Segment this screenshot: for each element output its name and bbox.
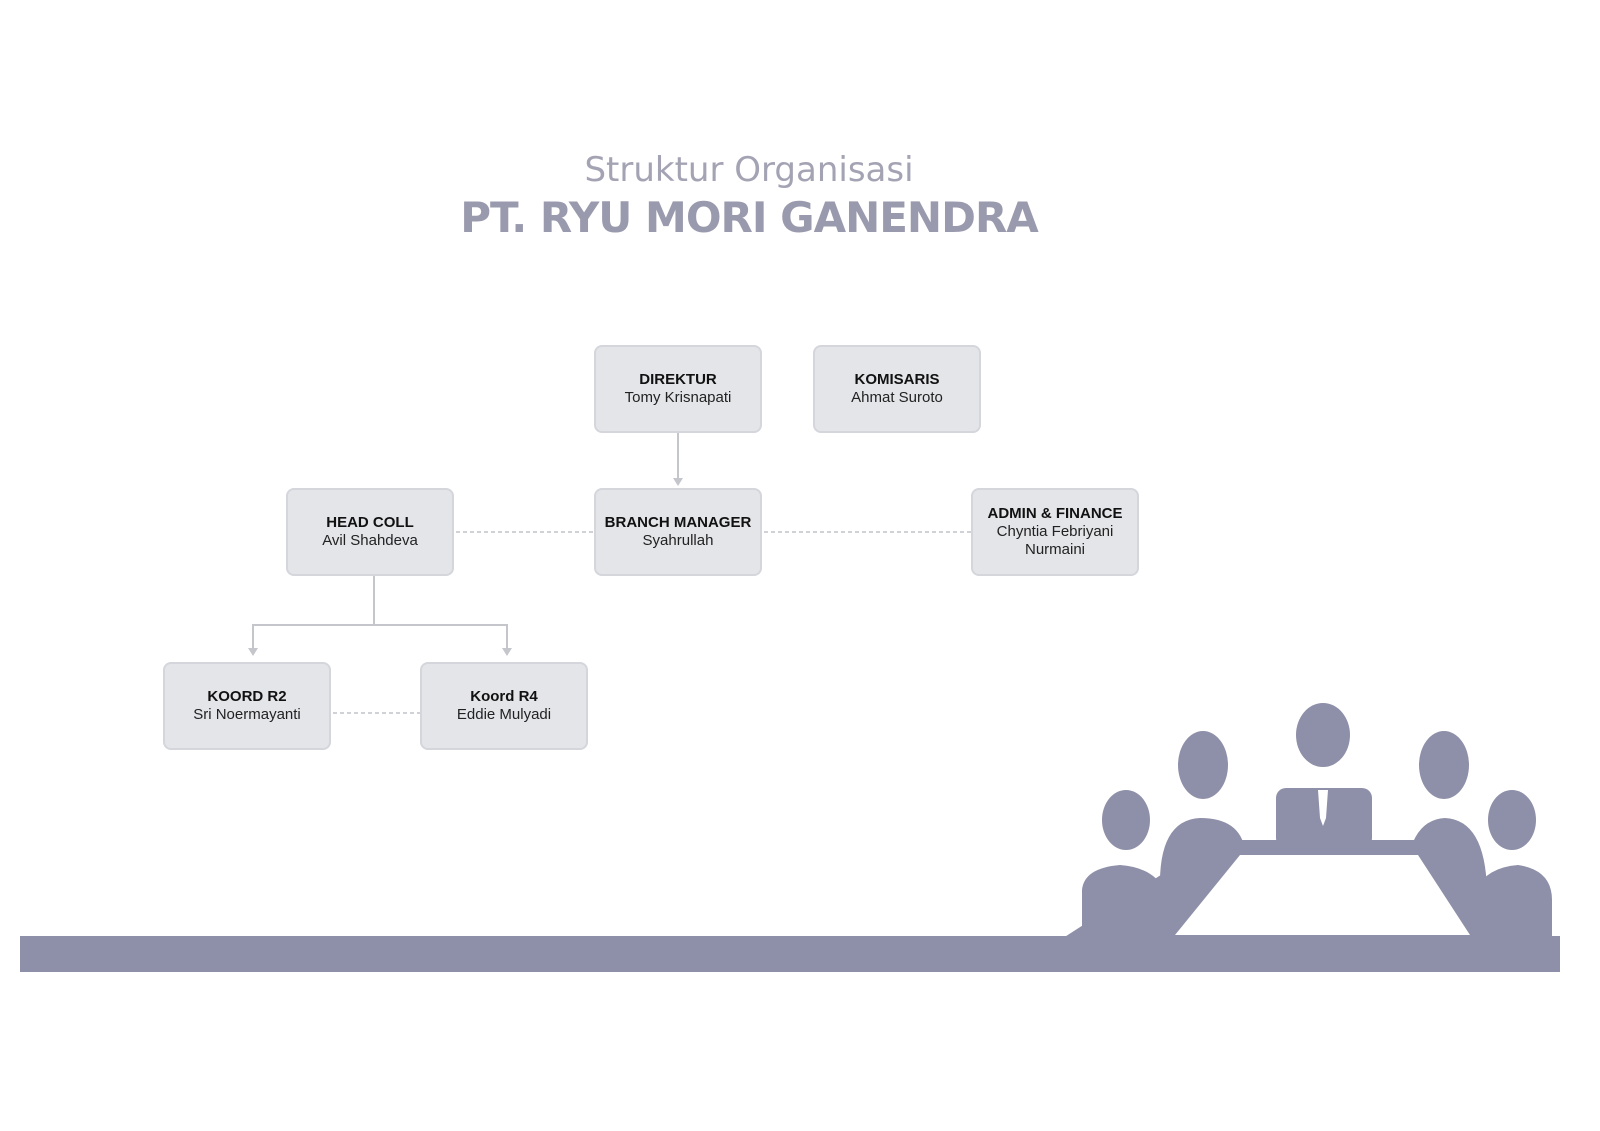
person-name: Syahrullah [642, 532, 714, 549]
org-box-admin-finance: ADMIN & FINANCE Chyntia Febriyani Nurmai… [971, 488, 1139, 576]
org-box-direktur: DIREKTUR Tomy Krisnapati [594, 345, 762, 433]
org-box-komisaris: KOMISARIS Ahmat Suroto [813, 345, 981, 433]
role-label: DIREKTUR [639, 371, 717, 388]
role-label: BRANCH MANAGER [604, 514, 752, 531]
person-name: Chyntia Febriyani [996, 523, 1114, 540]
org-box-branch-manager: BRANCH MANAGER Syahrullah [594, 488, 762, 576]
person-name: Ahmat Suroto [851, 389, 943, 406]
arrow-icon [502, 648, 512, 656]
person-name: Eddie Mulyadi [456, 706, 552, 723]
role-label: ADMIN & FINANCE [987, 505, 1123, 522]
footer-band [20, 936, 1560, 972]
role-label: Koord R4 [470, 688, 538, 705]
person-name-2: Nurmaini [1024, 541, 1085, 558]
arrow-icon [673, 478, 683, 486]
headcoll-branch-line [252, 624, 508, 650]
person-name: Tomy Krisnapati [624, 389, 732, 406]
org-box-head-coll: HEAD COLL Avil Shahdeva [286, 488, 454, 576]
arrow-icon [248, 648, 258, 656]
person-name: Sri Noermayanti [193, 706, 301, 723]
role-label: HEAD COLL [326, 514, 414, 531]
meeting-illustration-icon [1060, 703, 1552, 940]
chart-subtitle: Struktur Organisasi [584, 150, 914, 190]
org-box-koord-r2: KOORD R2 Sri Noermayanti [163, 662, 331, 750]
org-box-koord-r4: Koord R4 Eddie Mulyadi [420, 662, 588, 750]
person-name: Avil Shahdeva [322, 532, 418, 549]
role-label: KOORD R2 [207, 688, 287, 705]
role-label: KOMISARIS [854, 371, 940, 388]
company-title: PT. RYU MORI GANENDRA [460, 193, 1039, 242]
